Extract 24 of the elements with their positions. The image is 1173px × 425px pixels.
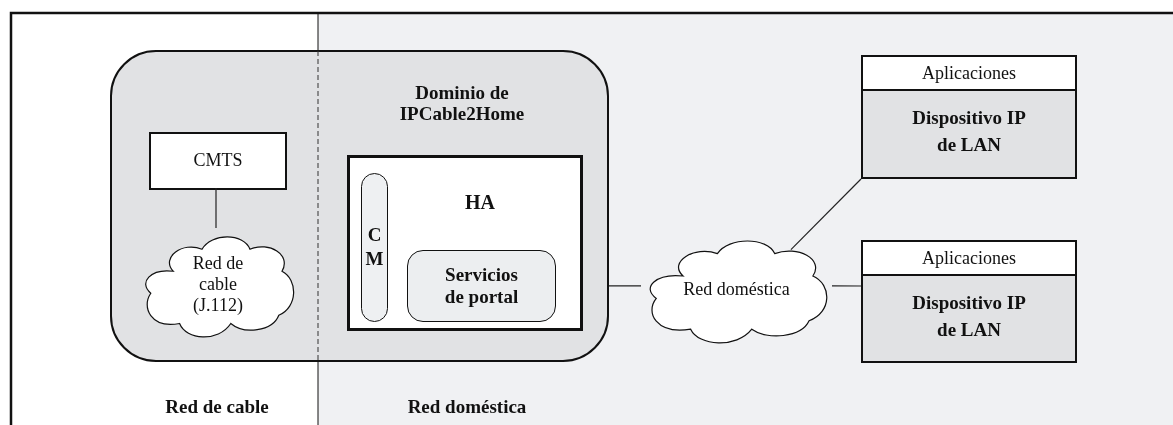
service-label: Servicios de portal — [443, 264, 520, 308]
module-label: CM — [364, 222, 385, 272]
module-pill — [361, 173, 388, 322]
domain-title: Dominio de IPCable2Home — [398, 82, 526, 125]
device-header: Aplicaciones — [863, 242, 1075, 276]
region-label: Red doméstica — [406, 396, 528, 418]
device-box — [861, 55, 1077, 179]
connector-line — [608, 285, 642, 287]
connector-line — [831, 285, 862, 287]
box-title: HA — [464, 191, 496, 214]
device-box — [861, 240, 1077, 363]
node-label: CMTS — [192, 150, 244, 172]
connector-line — [215, 187, 217, 229]
connector-line — [790, 178, 862, 251]
device-title: Dispositivo IP de LAN — [911, 291, 1027, 342]
node-label: Red de cable (J.112) — [191, 253, 245, 317]
device-header: Aplicaciones — [863, 57, 1075, 91]
domain-box — [110, 50, 609, 362]
process-box — [149, 132, 287, 190]
region-label: Red de cable — [164, 396, 270, 418]
node-label: Red doméstica — [682, 279, 791, 301]
device-title: Dispositivo IP de LAN — [911, 106, 1027, 157]
service-box — [407, 250, 556, 322]
device-box — [347, 155, 583, 331]
